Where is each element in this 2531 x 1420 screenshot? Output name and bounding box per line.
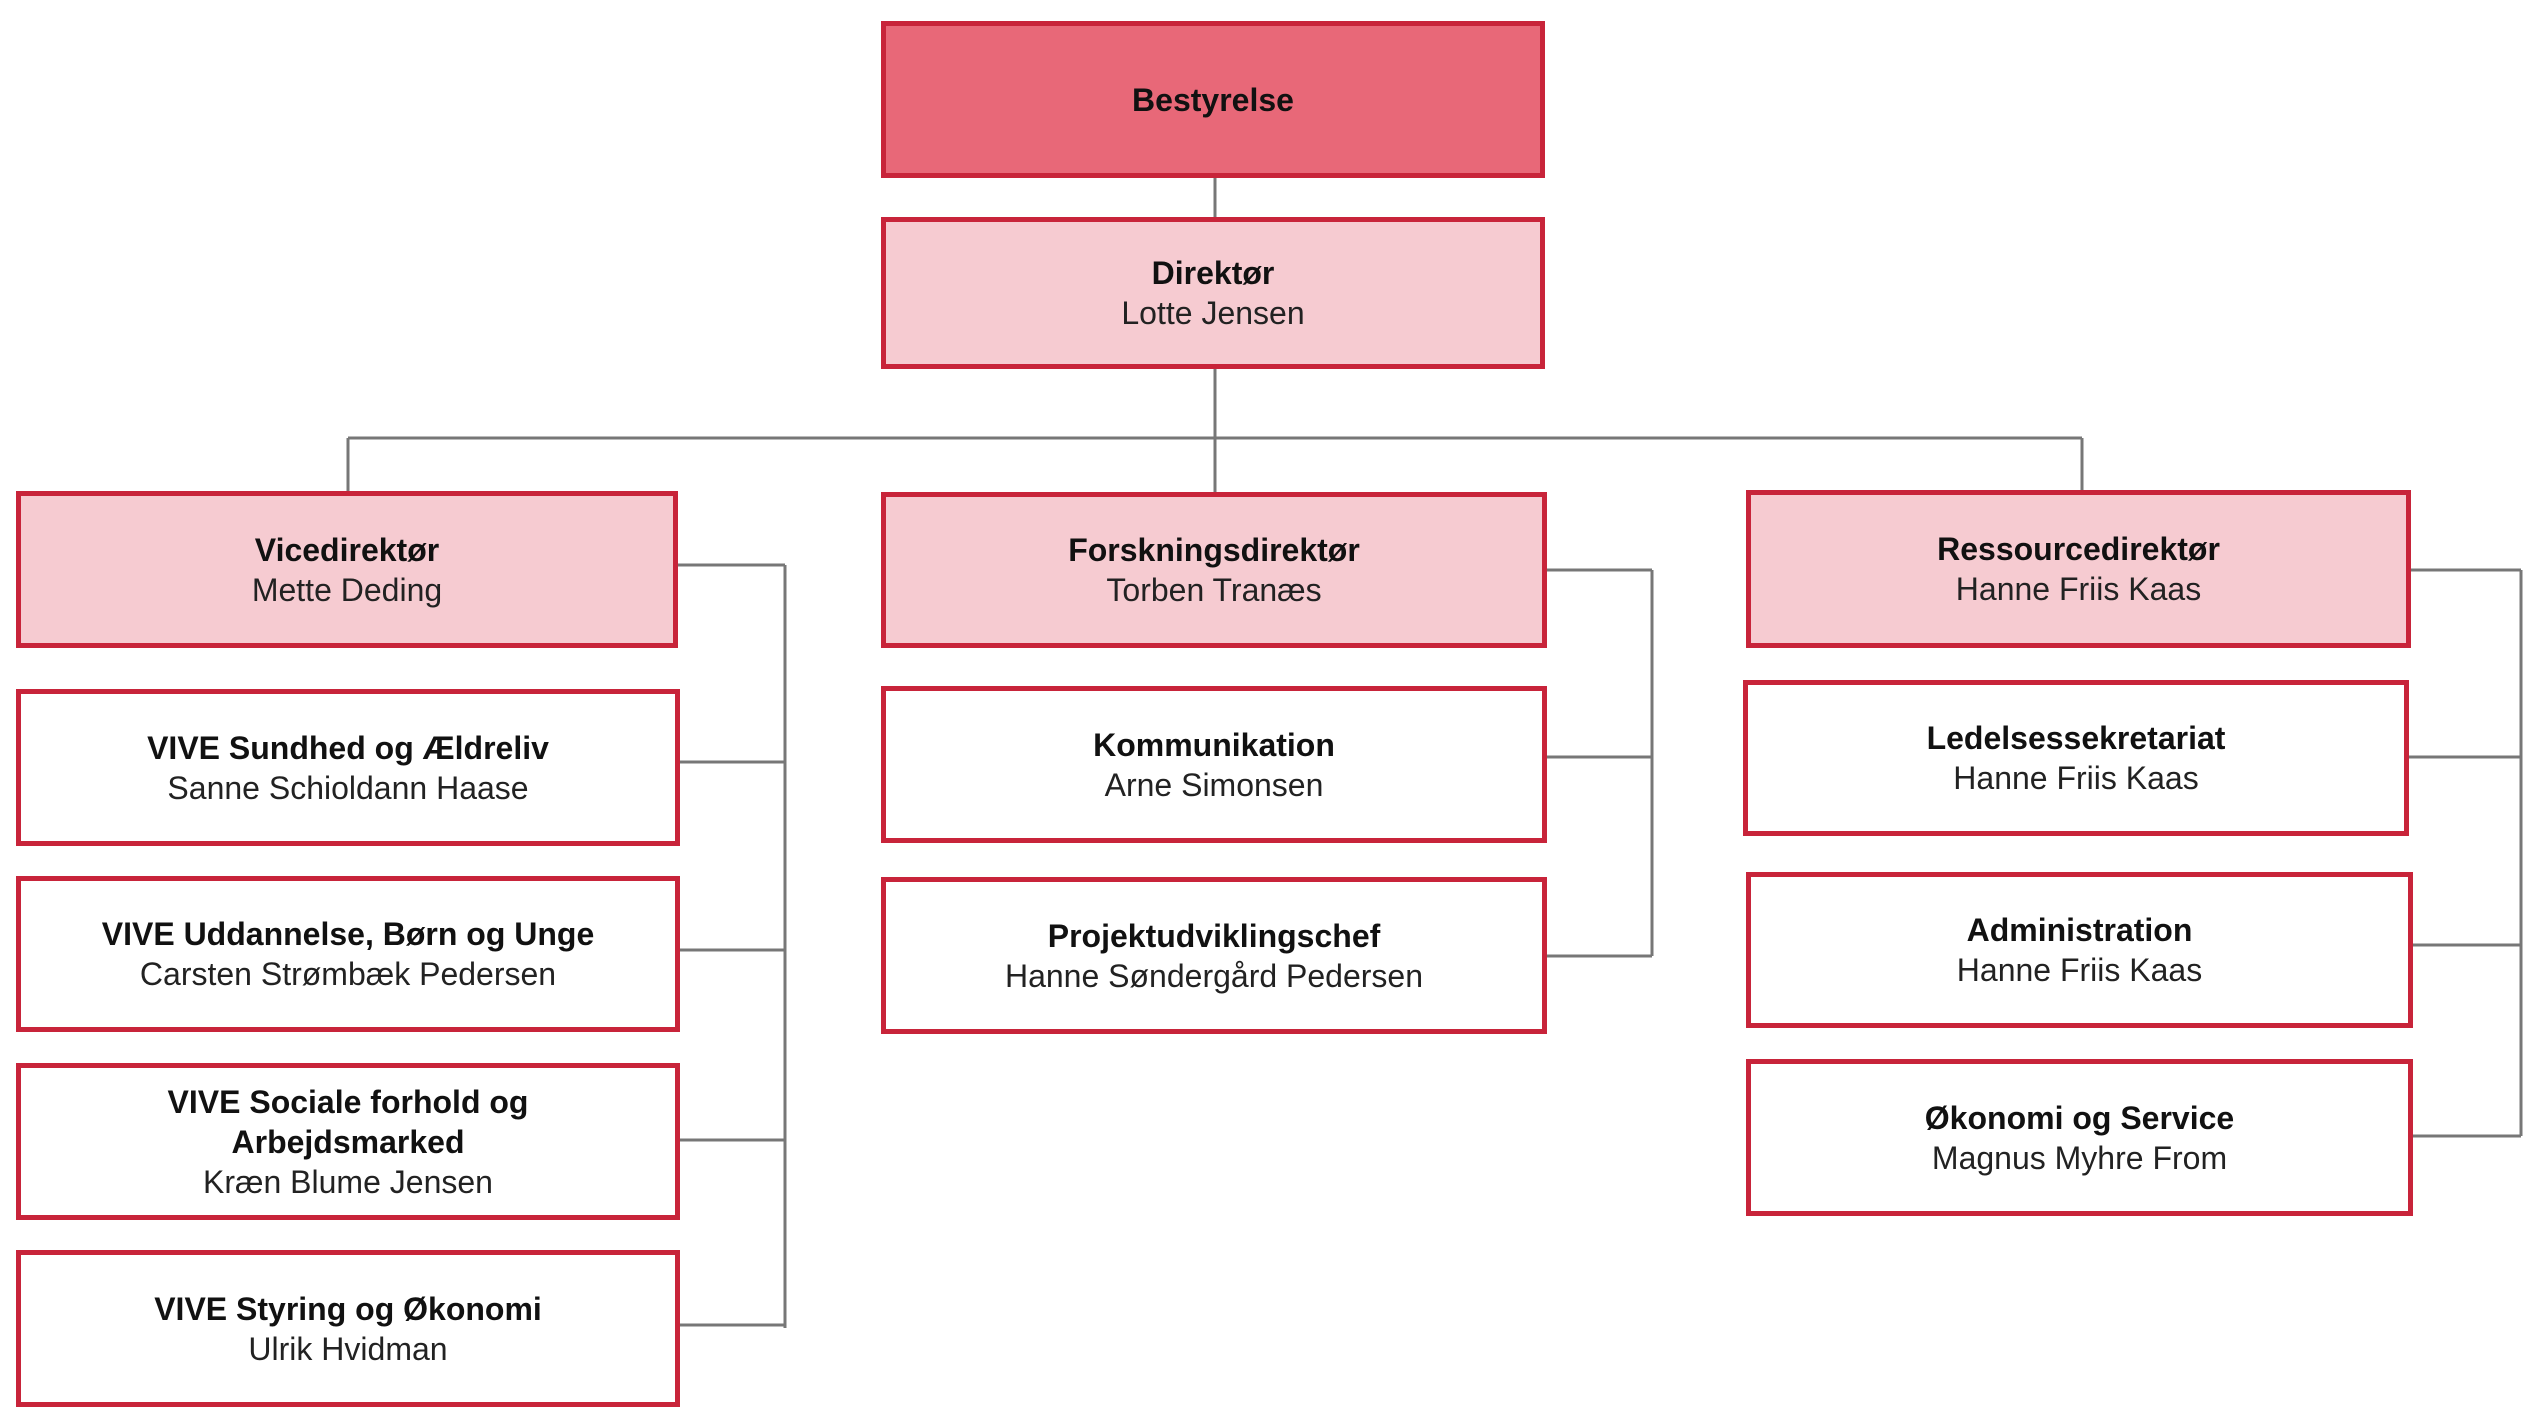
board-box: Bestyrelse (881, 21, 1545, 178)
unit-person: Hanne Friis Kaas (1956, 952, 2203, 988)
research-person: Torben Tranæs (1106, 572, 1322, 608)
resource-title: Ressourcedirektør (1937, 531, 2220, 567)
resource-director-box: Ressourcedirektør Hanne Friis Kaas (1746, 490, 2411, 648)
resource-person: Hanne Friis Kaas (1955, 571, 2202, 607)
unit-box-uddannelse: VIVE Uddannelse, Børn og Unge Carsten St… (16, 876, 680, 1032)
unit-title: Administration (1966, 912, 2193, 948)
unit-person: Kræn Blume Jensen (203, 1163, 493, 1200)
unit-box-sundhed: VIVE Sundhed og Ældreliv Sanne Schioldan… (16, 689, 680, 846)
unit-box-oekonomi-service: Økonomi og Service Magnus Myhre From (1746, 1059, 2413, 1216)
unit-box-administration: Administration Hanne Friis Kaas (1746, 872, 2413, 1028)
unit-person: Magnus Myhre From (1931, 1139, 2228, 1176)
unit-person: Ulrik Hvidman (248, 1330, 448, 1367)
unit-box-kommunikation: Kommunikation Arne Simonsen (881, 686, 1547, 843)
unit-title: VIVE Sociale forhold og Arbejdsmarked (167, 1083, 529, 1160)
board-title: Bestyrelse (1132, 81, 1294, 118)
director-box: Direktør Lotte Jensen (881, 217, 1545, 369)
unit-box-styring: VIVE Styring og Økonomi Ulrik Hvidman (16, 1250, 680, 1407)
unit-title: VIVE Styring og Økonomi (154, 1290, 542, 1327)
unit-title: Projektudviklingschef (1047, 917, 1381, 954)
unit-title: VIVE Uddannelse, Børn og Unge (101, 916, 595, 952)
unit-title: Ledelsessekretariat (1926, 720, 2226, 756)
unit-person: Arne Simonsen (1104, 766, 1324, 803)
unit-person: Hanne Søndergård Pedersen (1004, 957, 1424, 994)
unit-title: Kommunikation (1093, 726, 1335, 763)
research-title: Forskningsdirektør (1068, 532, 1360, 568)
unit-box-projektudvikling: Projektudviklingschef Hanne Søndergård P… (881, 877, 1547, 1034)
unit-box-ledelsessekretariat: Ledelsessekretariat Hanne Friis Kaas (1743, 680, 2409, 836)
vicedirector-box: Vicedirektør Mette Deding (16, 491, 678, 648)
unit-title: VIVE Sundhed og Ældreliv (147, 729, 549, 766)
research-director-box: Forskningsdirektør Torben Tranæs (881, 492, 1547, 648)
unit-person: Hanne Friis Kaas (1953, 760, 2199, 796)
unit-box-sociale: VIVE Sociale forhold og Arbejdsmarked Kr… (16, 1063, 680, 1220)
vicedirector-person: Mette Deding (251, 571, 443, 608)
unit-title: Økonomi og Service (1924, 1099, 2235, 1136)
vicedirector-title: Vicedirektør (254, 531, 440, 568)
unit-person: Sanne Schioldann Haase (167, 769, 529, 806)
director-person: Lotte Jensen (1121, 295, 1305, 331)
unit-person: Carsten Strømbæk Pedersen (139, 956, 557, 992)
director-title: Direktør (1151, 255, 1275, 291)
